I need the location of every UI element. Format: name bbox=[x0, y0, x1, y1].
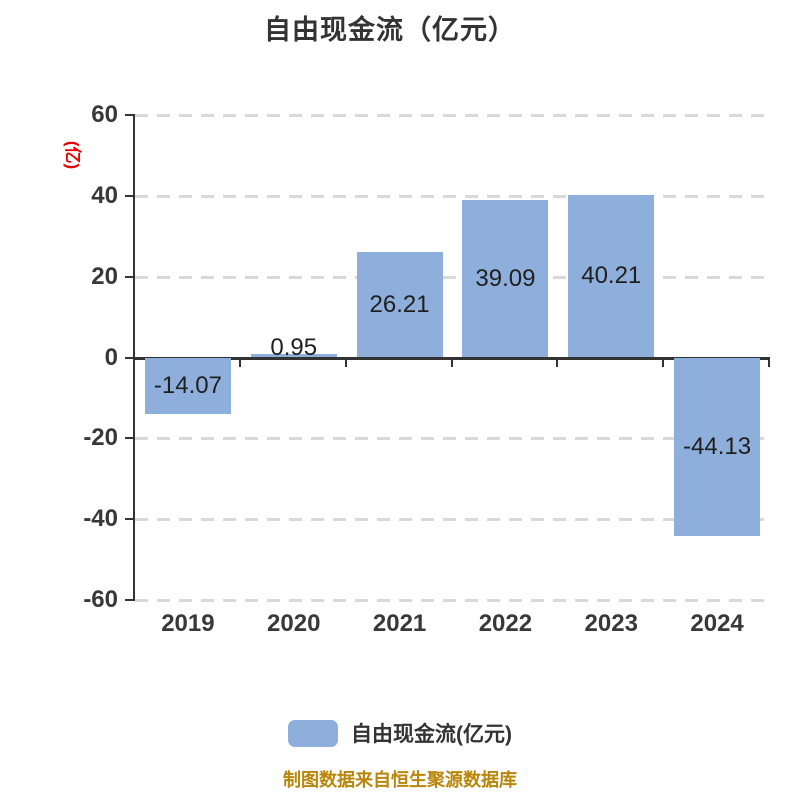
y-tick-40 bbox=[125, 194, 135, 197]
chart-title: 自由现金流（亿元） bbox=[264, 15, 516, 45]
x-axis-tick-6 bbox=[768, 357, 770, 367]
y-tick-60 bbox=[125, 114, 135, 116]
y-tick-label--20: -20 bbox=[83, 424, 118, 452]
y-tick-label--60: -60 bbox=[83, 586, 118, 613]
legend-swatch bbox=[288, 719, 338, 747]
y-tick-label--40: -40 bbox=[83, 505, 118, 533]
value-label-2019: -14.07 bbox=[153, 371, 222, 399]
y-tick--20 bbox=[125, 437, 135, 440]
legend: 自由现金流(亿元) bbox=[0, 718, 800, 748]
y-tick--40 bbox=[125, 518, 135, 521]
value-label-2024: -44.13 bbox=[683, 432, 752, 460]
bar-2024 bbox=[674, 357, 761, 536]
x-axis-tick-5 bbox=[662, 357, 665, 367]
x-tick-label-2021: 2021 bbox=[372, 610, 427, 637]
value-label-2022: 39.09 bbox=[475, 264, 536, 292]
x-tick-label-2023: 2023 bbox=[584, 610, 638, 637]
gridline--40 bbox=[135, 518, 770, 522]
gridline-40 bbox=[135, 194, 770, 198]
y-tick-label-20: 20 bbox=[91, 262, 118, 290]
y-tick--60 bbox=[125, 599, 135, 601]
value-label-2020: 0.95 bbox=[270, 333, 318, 361]
bar-2021 bbox=[356, 251, 443, 358]
bar-2022 bbox=[462, 199, 549, 358]
legend-label: 自由现金流(亿元) bbox=[351, 723, 512, 746]
bar-2019 bbox=[144, 357, 231, 415]
x-axis-tick-2 bbox=[344, 357, 347, 367]
gridline--20 bbox=[135, 437, 770, 441]
value-label-2023: 40.21 bbox=[581, 262, 642, 290]
x-axis-zero-line bbox=[135, 356, 770, 360]
x-axis-tick-3 bbox=[450, 357, 453, 367]
y-tick-20 bbox=[125, 275, 135, 278]
gridline-60 bbox=[135, 114, 770, 117]
y-tick-0 bbox=[125, 356, 135, 359]
x-tick-label-2019: 2019 bbox=[161, 610, 215, 637]
value-label-2021: 26.21 bbox=[369, 290, 430, 318]
x-tick-label-2022: 2022 bbox=[478, 610, 533, 637]
y-tick-label-0: 0 bbox=[104, 343, 118, 371]
x-tick-label-2024: 2024 bbox=[690, 610, 744, 637]
y-tick-label-40: 40 bbox=[91, 181, 118, 209]
bar-2020 bbox=[250, 353, 337, 358]
y-tick-label-60: 60 bbox=[91, 101, 118, 128]
y-axis-line bbox=[133, 115, 135, 600]
x-tick-label-2020: 2020 bbox=[267, 610, 321, 637]
data-source-note: 制图数据来自恒生聚源数据库 bbox=[283, 770, 517, 790]
gridline-20 bbox=[135, 275, 770, 279]
x-axis-tick-1 bbox=[238, 357, 241, 367]
gridline--60 bbox=[135, 599, 770, 602]
x-axis-tick-4 bbox=[556, 357, 559, 367]
bar-2023 bbox=[568, 194, 655, 358]
